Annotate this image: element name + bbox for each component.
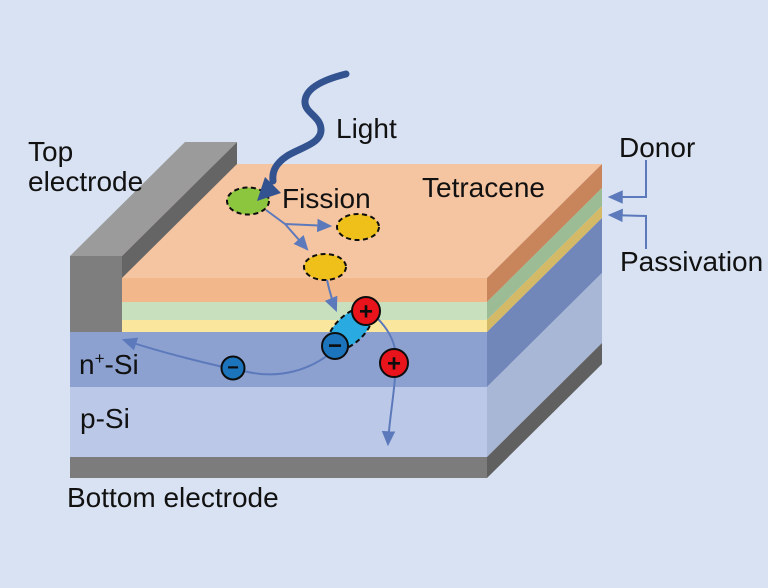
hole-2-plus-sign: +: [387, 351, 401, 378]
electron-particle-1: [321, 332, 349, 360]
n-si-label: n+-Si: [79, 349, 139, 380]
donor-layer-front: [70, 302, 487, 320]
p-si-layer-front: [70, 387, 487, 457]
triplet-to-interface-arrow: [324, 279, 338, 313]
donor-layer-side: [487, 188, 602, 320]
electron-2-minus-sign: −: [227, 357, 239, 379]
top-electrode-bar-top: [70, 142, 237, 256]
p-si-label: p-Si: [80, 403, 130, 434]
fission-site-ellipse: [226, 186, 270, 216]
hole-particle-1: [351, 296, 381, 326]
tetracene-side: [487, 164, 602, 302]
light-label: Light: [336, 113, 397, 144]
fission-arrow-down: [284, 223, 309, 251]
bottom-electrode-side: [487, 343, 602, 478]
n-si-layer-front: [70, 332, 487, 387]
donor-label: Donor: [619, 132, 695, 163]
hole-particle-2: [379, 348, 409, 378]
light-arrowhead: [257, 177, 281, 201]
triplet-exciton-2: [303, 253, 347, 281]
top-electrode-label-line2: electrode: [28, 166, 143, 197]
electron-particle-2: [220, 355, 246, 381]
bottom-electrode-front: [70, 457, 487, 478]
top-electrode-bar-front: [70, 256, 122, 332]
top-electrode-bar-side: [122, 142, 237, 278]
p-si-layer-side: [487, 273, 602, 457]
tetracene-label: Tetracene: [422, 172, 545, 203]
electron-1-minus-sign: −: [328, 333, 342, 360]
tetracene-front: [70, 278, 487, 302]
light-wave: [269, 70, 350, 185]
electron-path-to-top-electrode: [121, 337, 333, 376]
hole-1-plus-sign: +: [359, 299, 373, 326]
passivation-layer-front: [70, 320, 487, 332]
fission-arrow-right: [284, 218, 333, 233]
transfer-arrows: [121, 160, 647, 447]
fission-label: Fission: [282, 183, 371, 214]
n-si-layer-side: [487, 218, 602, 387]
top-electrode-label-line1: Top: [28, 136, 73, 167]
passivation-layer-side: [487, 206, 602, 332]
bottom-electrode-label: Bottom electrode: [67, 482, 279, 513]
triplet-exciton-1: [336, 213, 380, 241]
passivation-label: Passivation: [620, 246, 763, 277]
donor-callout-connector: [607, 160, 647, 204]
passivation-callout-connector: [607, 208, 647, 249]
fission-branch-stem: [265, 209, 286, 225]
